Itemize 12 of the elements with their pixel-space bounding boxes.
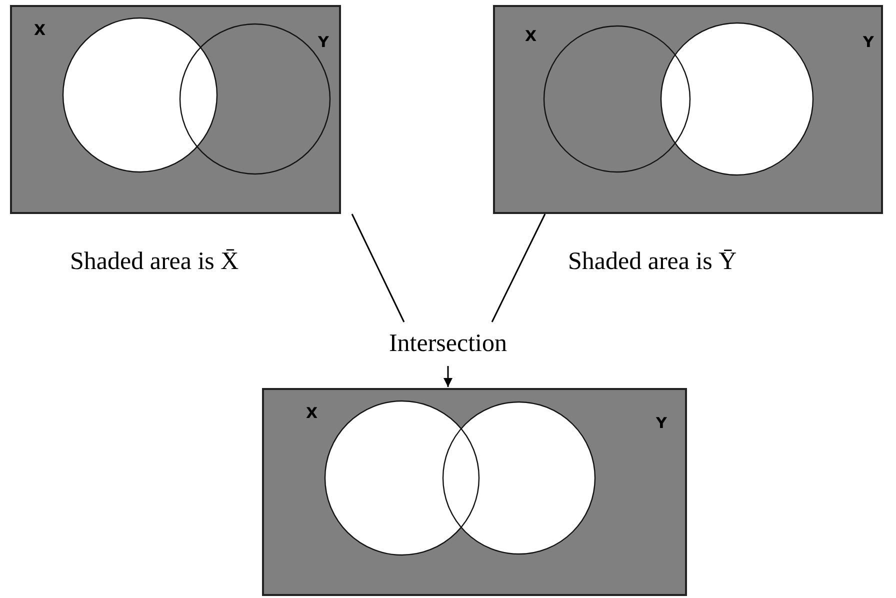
operation-label: Intersection [388,330,508,364]
set-label: Y [318,33,329,51]
set-label: Y [863,33,874,51]
caption-text: Shaded area is X̄ [70,248,239,276]
arrow [444,366,452,387]
connector-line [351,214,405,322]
set-label: Y [656,414,667,432]
set-label: X [306,404,318,422]
connector-line [491,214,546,322]
set-label: X [34,21,46,39]
set-label: X [525,27,537,45]
caption-text: Shaded area is Ȳ [568,248,737,276]
